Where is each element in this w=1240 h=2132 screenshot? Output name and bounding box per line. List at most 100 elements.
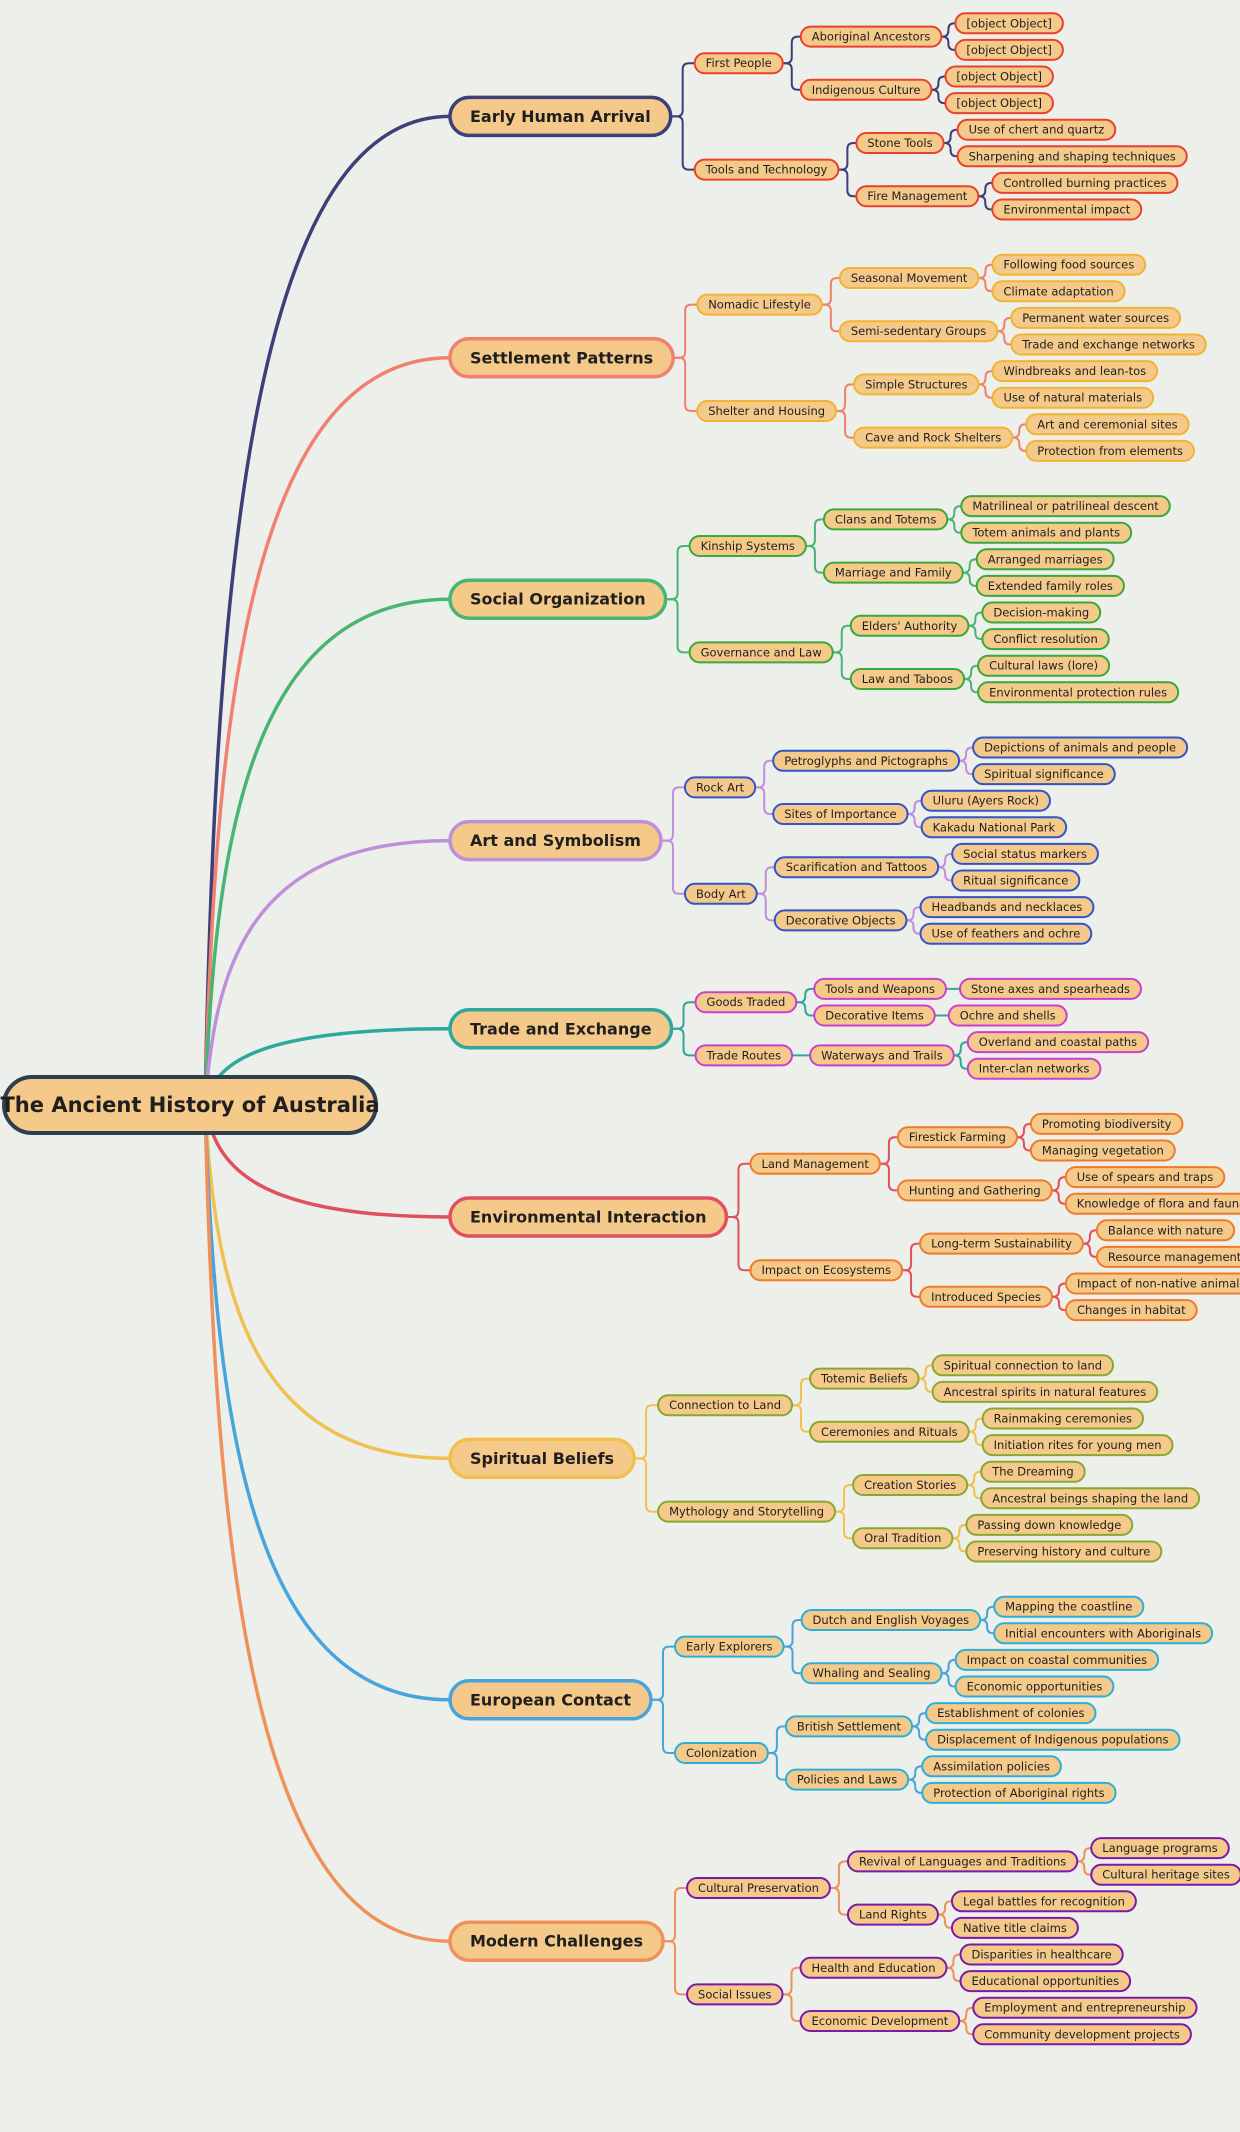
node-label: Creation Stories	[864, 1478, 956, 1492]
node-label: Rock Art	[696, 780, 745, 794]
node-label: Seasonal Movement	[851, 271, 968, 285]
node-label: Economic opportunities	[967, 1680, 1103, 1694]
branch-node-environmental-interaction: Environmental Interaction	[448, 1196, 729, 1238]
connector-line	[907, 799, 922, 815]
node-label: Arranged marriages	[988, 552, 1103, 566]
node-label: Hunting and Gathering	[909, 1183, 1041, 1197]
node-label: Sharpening and shaping techniques	[969, 149, 1176, 163]
leaf-node: Passing down knowledge	[965, 1513, 1134, 1536]
node-label: Impact on coastal communities	[967, 1653, 1148, 1667]
subtopic-node: Revival of Languages and Traditions	[846, 1850, 1079, 1873]
connector-line	[663, 1887, 688, 1943]
topic-node: Land Management	[749, 1152, 881, 1175]
leaf-node: Ancestral spirits in natural features	[931, 1380, 1159, 1403]
node-label: Social Organization	[470, 590, 646, 609]
connector-line	[968, 611, 983, 627]
subtopic-node: Clans and Totems	[822, 508, 949, 531]
leaf-node: Cultural laws (lore)	[977, 654, 1111, 677]
node-label: Windbreaks and lean-tos	[1003, 364, 1146, 378]
leaf-node: Use of feathers and ochre	[919, 922, 1093, 945]
node-label: Indigenous Culture	[812, 83, 921, 97]
connector-line	[1077, 1860, 1092, 1876]
connector-line	[1082, 1242, 1097, 1258]
leaf-node: Climate adaptation	[991, 280, 1126, 303]
leaf-node: Trade and exchange networks	[1010, 333, 1207, 356]
node-label: Resource management	[1108, 1250, 1240, 1264]
connector-line	[1012, 436, 1027, 452]
leaf-node: Inter-clan networks	[966, 1057, 1102, 1080]
connector-line	[907, 813, 922, 829]
connector-line	[792, 1377, 811, 1407]
node-label: Headbands and necklaces	[931, 900, 1082, 914]
connector-line	[783, 1645, 802, 1675]
connector-line	[673, 303, 698, 359]
node-label: Managing vegetation	[1042, 1144, 1164, 1158]
topic-node: Connection to Land	[657, 1394, 794, 1417]
node-label: Extended family roles	[988, 579, 1113, 593]
node-label: Spiritual connection to land	[944, 1358, 1102, 1372]
subtopic-node: Seasonal Movement	[838, 267, 980, 289]
node-label: Simple Structures	[865, 377, 967, 391]
topic-node: Social Issues	[686, 1983, 784, 2006]
node-label: Use of natural materials	[1003, 391, 1142, 405]
connector-line	[918, 1377, 933, 1393]
leaf-node: Spiritual connection to land	[931, 1354, 1115, 1377]
connector-line	[952, 1523, 967, 1540]
node-label: Clans and Totems	[835, 512, 936, 526]
node-label: Decorative Items	[825, 1009, 923, 1023]
leaf-node: Assimilation policies	[921, 1755, 1062, 1778]
connector-line	[953, 1054, 968, 1070]
node-label: The Ancient History of Australia	[0, 1093, 379, 1117]
leaf-node: Protection of Aboriginal rights	[921, 1781, 1117, 1804]
connector-line	[756, 892, 775, 922]
connector-line	[943, 128, 958, 144]
branch-curve	[203, 838, 451, 1106]
node-label: Preserving history and culture	[977, 1545, 1150, 1559]
leaf-node: Mapping the coastline	[993, 1595, 1145, 1618]
node-label: Changes in habitat	[1077, 1303, 1186, 1317]
leaf-node: Permanent water sources	[1010, 306, 1182, 329]
branch-node-trade-and-exchange: Trade and Exchange	[448, 1008, 674, 1050]
leaf-node: Impact on coastal communities	[954, 1648, 1160, 1671]
node-label: Governance and Law	[701, 645, 822, 659]
leaf-node: Sharpening and shaping techniques	[956, 145, 1188, 168]
leaf-node: Uluru (Ayers Rock)	[920, 789, 1051, 812]
connector-line	[832, 651, 851, 680]
node-label: Ancestral spirits in natural features	[944, 1385, 1147, 1399]
connector-line	[782, 62, 801, 91]
leaf-node: Displacement of Indigenous populations	[925, 1728, 1181, 1751]
branch-curve	[203, 597, 451, 1106]
connector-line	[1051, 1176, 1066, 1192]
node-label: Fire Management	[867, 189, 967, 203]
node-label: Trade Routes	[706, 1048, 782, 1062]
leaf-node: Cultural heritage sites	[1090, 1863, 1240, 1886]
connector-line	[835, 1510, 854, 1540]
node-label: Oral Tradition	[864, 1531, 941, 1545]
node-label: Health and Education	[812, 1961, 936, 1975]
connector-line	[1051, 1295, 1066, 1312]
node-label: Cultural heritage sites	[1102, 1868, 1230, 1882]
subtopic-node: Hunting and Gathering	[896, 1179, 1053, 1202]
connector-line	[660, 839, 685, 895]
connector-line	[1051, 1189, 1066, 1205]
connector-line	[821, 277, 840, 306]
node-label: Permanent water sources	[1022, 311, 1169, 325]
node-label: British Settlement	[797, 1719, 902, 1733]
subtopic-node: Tools and Weapons	[813, 977, 947, 1000]
leaf-node: Establishment of colonies	[925, 1702, 1097, 1725]
connector-line	[980, 1619, 995, 1635]
leaf-node: Decision-making	[981, 601, 1102, 624]
connector-line	[665, 545, 690, 601]
connector-line	[968, 624, 983, 641]
node-label: Community development projects	[984, 2027, 1180, 2041]
connector-line	[906, 919, 921, 935]
branch-node-social-organization: Social Organization	[448, 578, 668, 620]
connector-line	[650, 1698, 675, 1754]
node-label: Mapping the coastline	[1005, 1600, 1132, 1614]
node-label: Environmental impact	[1003, 203, 1130, 217]
connector-line	[805, 518, 824, 547]
subtopic-node: Sites of Importance	[772, 803, 909, 825]
leaf-node: Initiation rites for young men	[981, 1434, 1174, 1457]
node-label: Connection to Land	[669, 1398, 781, 1412]
node-label: Impact on Ecosystems	[761, 1263, 891, 1277]
